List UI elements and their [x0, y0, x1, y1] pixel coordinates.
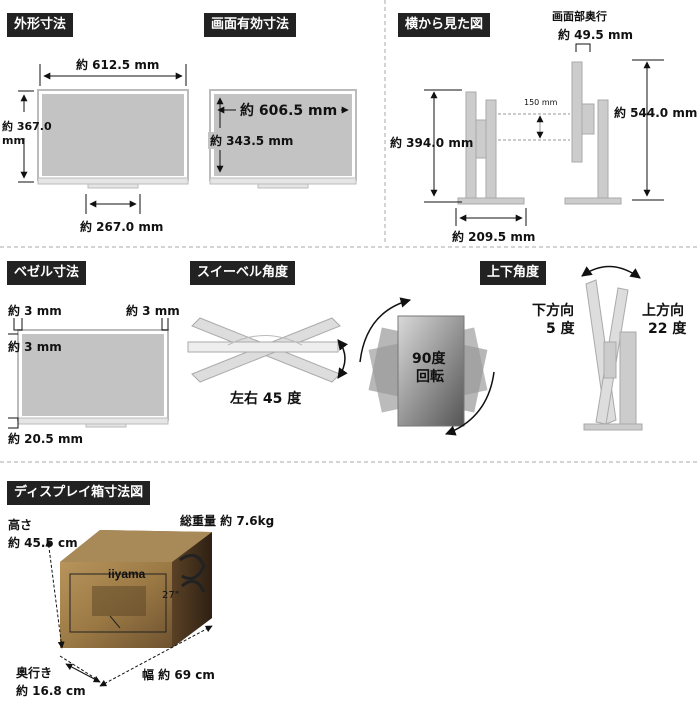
- tilt-drawing: [581, 265, 643, 431]
- tilt-down-value: 5 度: [546, 321, 575, 337]
- outer-height-label: 約 367.0 mm: [2, 120, 52, 147]
- bezel-monitor-drawing: [8, 318, 169, 429]
- side-depth-value: 約 49.5 mm: [558, 28, 633, 42]
- bezel-left-label: 約 3 mm: [8, 304, 62, 318]
- effective-width-label: 約 606.5 mm: [236, 100, 342, 120]
- side-height-min: 約 394.0 mm: [390, 136, 474, 150]
- side-view-high: [564, 61, 622, 205]
- side-title: 横から見た図: [398, 13, 491, 37]
- box-weight: 総重量 約 7.6kg: [180, 514, 275, 528]
- tilt-up-value: 22 度: [648, 321, 687, 337]
- bezel-title: ベゼル寸法: [7, 261, 87, 285]
- outer-title: 外形寸法: [7, 13, 74, 37]
- box-height-value: 約 45.5 cm: [8, 536, 78, 550]
- box-title: ディスプレイ箱寸法図: [7, 481, 151, 505]
- bezel-top-label: 約 3 mm: [8, 340, 62, 354]
- side-lift: 150 mm: [524, 98, 558, 107]
- bezel-bottom-label: 約 20.5 mm: [8, 432, 83, 446]
- side-base-depth: 約 209.5 mm: [452, 230, 536, 244]
- box-depth-label: 奥行き: [16, 666, 53, 680]
- side-view-low: [457, 91, 525, 205]
- box-width-value: 幅 約 69 cm: [142, 668, 215, 682]
- box-brand-text: iiyama: [108, 567, 146, 581]
- side-depth-title: 画面部奥行: [552, 10, 607, 23]
- tilt-down-label: 下方向: [532, 303, 574, 319]
- box-drawing: [60, 530, 212, 648]
- bezel-right-label: 約 3 mm: [126, 304, 180, 318]
- pivot-line2: 回転: [416, 369, 444, 385]
- pivot-line1: 90度: [412, 351, 446, 367]
- side-height-max: 約 544.0 mm: [614, 106, 698, 120]
- outer-width-label: 約 612.5 mm: [76, 58, 160, 72]
- box-size-mark: 27": [162, 590, 180, 601]
- effective-title: 画面有効寸法: [204, 13, 297, 37]
- effective-height-label: 約 343.5 mm: [208, 132, 296, 149]
- swivel-title: スイーベル角度: [190, 261, 296, 285]
- swivel-value: 左右 45 度: [230, 391, 302, 407]
- box-height-label: 高さ: [8, 518, 33, 532]
- outer-stand-label: 約 267.0 mm: [80, 220, 164, 234]
- outer-monitor-drawing: [18, 64, 189, 214]
- swivel-drawing: [187, 317, 341, 383]
- pivot-drawing: [359, 297, 495, 436]
- tilt-up-label: 上方向: [642, 303, 684, 319]
- tilt-title: 上下角度: [480, 261, 547, 285]
- box-depth-value: 約 16.8 cm: [16, 684, 86, 698]
